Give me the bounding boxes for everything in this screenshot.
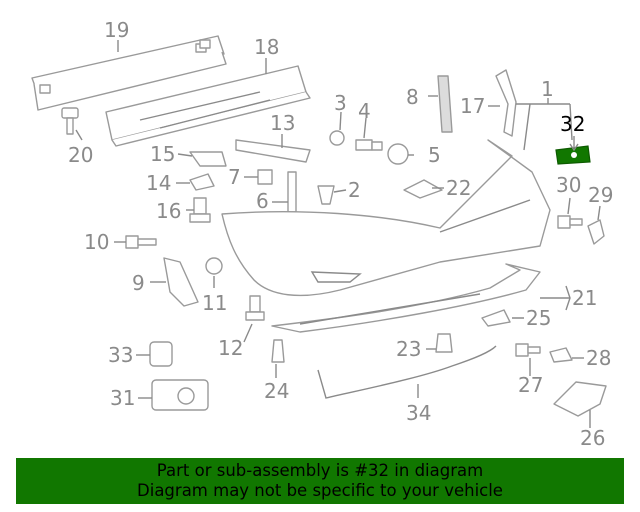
label-15: 15 <box>150 142 175 166</box>
label-19: 19 <box>104 18 129 42</box>
parts-diagram: 1 2 3 4 5 6 7 8 9 10 11 12 13 14 15 16 1… <box>31 18 613 450</box>
label-14: 14 <box>146 171 171 195</box>
part-sensor-31 <box>151 379 209 411</box>
part-nut-11 <box>205 257 223 275</box>
label-24: 24 <box>264 379 289 403</box>
label-30: 30 <box>556 173 581 197</box>
callout-labels: 1 2 3 4 5 6 7 8 9 10 11 12 13 14 15 16 1… <box>68 18 613 450</box>
label-25: 25 <box>526 306 551 330</box>
part-clip-28 <box>549 347 573 363</box>
part-bolt-30 <box>557 215 583 229</box>
part-bracket-15 <box>189 151 227 167</box>
label-22: 22 <box>446 176 471 200</box>
part-bolt-12 <box>245 295 265 321</box>
label-17: 17 <box>460 94 485 118</box>
info-banner: Part or sub-assembly is #32 in diagram D… <box>16 458 624 504</box>
part-clip-23 <box>435 333 453 353</box>
part-lower-cover <box>271 263 541 333</box>
label-29: 29 <box>588 183 613 207</box>
part-energy-absorber <box>105 65 311 147</box>
label-33: 33 <box>108 343 133 367</box>
part-bolt-10 <box>125 235 157 249</box>
label-20: 20 <box>68 143 93 167</box>
part-pin-6 <box>287 171 297 213</box>
part-32-highlighted <box>555 145 591 165</box>
label-21: 21 <box>572 286 597 310</box>
part-bracket-13 <box>235 139 311 163</box>
part-reflector-25 <box>481 309 511 327</box>
label-31: 31 <box>110 386 135 410</box>
part-bolt-27 <box>515 343 541 357</box>
part-harness-34 <box>317 345 497 399</box>
label-13: 13 <box>270 111 295 135</box>
label-28: 28 <box>586 346 611 370</box>
part-bracket-9 <box>163 257 199 307</box>
part-clip-7 <box>257 169 273 185</box>
label-7: 7 <box>228 165 241 189</box>
part-clip-2 <box>317 185 335 205</box>
label-26: 26 <box>580 426 605 450</box>
part-bolt-4 <box>355 139 383 151</box>
label-11: 11 <box>202 291 227 315</box>
part-clip-24 <box>271 339 285 363</box>
part-bumper-cover <box>221 139 551 297</box>
label-34: 34 <box>406 401 431 425</box>
leader-lines <box>75 40 601 428</box>
label-8: 8 <box>406 85 419 109</box>
label-5: 5 <box>428 143 441 167</box>
label-12: 12 <box>218 336 243 360</box>
label-9: 9 <box>132 271 145 295</box>
label-6: 6 <box>256 189 269 213</box>
label-3: 3 <box>334 91 347 115</box>
banner-line-1: Part or sub-assembly is #32 in diagram <box>156 461 484 480</box>
label-27: 27 <box>518 373 543 397</box>
part-bracket-17 <box>495 69 517 137</box>
part-bracket-22 <box>403 179 443 199</box>
part-nut-3 <box>329 130 345 146</box>
part-cap-5 <box>387 143 409 165</box>
part-bolt-16 <box>189 197 211 223</box>
label-1: 1 <box>541 77 554 101</box>
label-10: 10 <box>84 230 109 254</box>
label-16: 16 <box>156 199 181 223</box>
label-32-highlighted: 32 <box>560 112 585 136</box>
part-clip-29 <box>587 219 605 245</box>
part-holder-33 <box>149 341 173 367</box>
label-4: 4 <box>358 99 371 123</box>
part-bolt-20 <box>61 107 79 135</box>
part-cover-26 <box>553 381 607 417</box>
part-retainer-14 <box>189 173 215 191</box>
banner-line-2: Diagram may not be specific to your vehi… <box>137 481 503 500</box>
label-23: 23 <box>396 337 421 361</box>
label-2: 2 <box>348 178 361 202</box>
part-strip-8 <box>437 75 453 133</box>
part-reinforcement <box>31 35 227 111</box>
label-18: 18 <box>254 35 279 59</box>
